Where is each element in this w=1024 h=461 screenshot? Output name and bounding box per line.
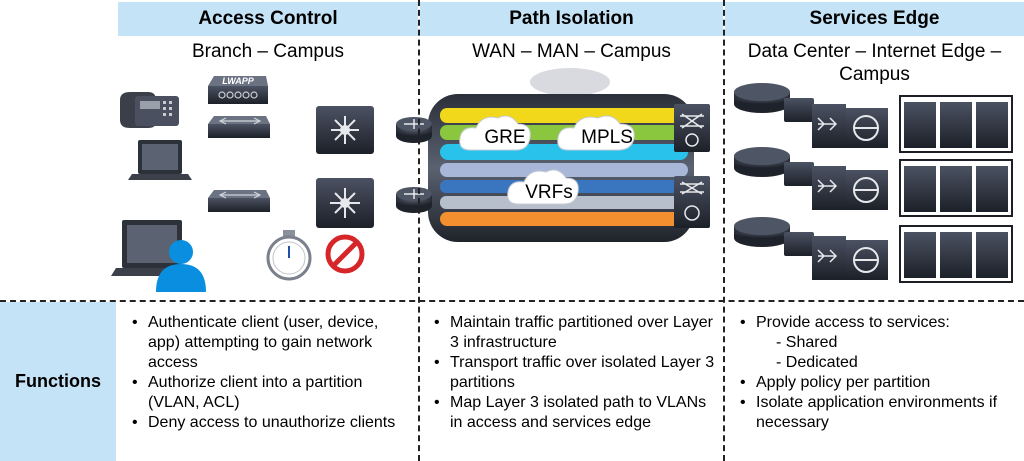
gre-cloud-icon (459, 115, 531, 151)
services-functions-list: Provide access to services: - Shared - D… (736, 313, 1020, 433)
distribution-switch-bottom-icon (316, 178, 374, 228)
services-row-2 (734, 147, 1013, 217)
divider-access-path (418, 0, 420, 461)
list-item: Deny access to unauthorize clients (128, 413, 414, 433)
vrfs-label: VRFs (525, 182, 573, 203)
path-switch-bottom-icon (674, 176, 710, 228)
services-row-3 (734, 217, 1013, 283)
laptop-icon (128, 140, 192, 180)
services-row-1 (734, 83, 1013, 153)
list-item: Authorize client into a partition (VLAN,… (128, 373, 414, 413)
access-switch-bottom-icon (208, 190, 270, 212)
path-router-bottom-icon (396, 187, 432, 213)
access-switch-top-icon (208, 116, 270, 138)
path-functions-list: Maintain traffic partitioned over Layer … (430, 313, 718, 433)
list-subitem: - Shared (776, 334, 838, 351)
header-services-edge: Services Edge (725, 2, 1024, 36)
path-switch-top-icon (674, 104, 710, 152)
deny-icon (325, 234, 365, 274)
vrfs-cloud-icon (507, 169, 579, 205)
gre-label: GRE (484, 127, 525, 148)
header-path-isolation: Path Isolation (420, 2, 723, 36)
access-functions-list: Authenticate client (user, device, app) … (128, 313, 414, 433)
phone-icon (120, 92, 179, 128)
list-item: Map Layer 3 isolated path to VLANs in ac… (430, 393, 718, 433)
wireless-ap-icon (208, 76, 268, 104)
list-item: Transport traffic over isolated Layer 3 … (430, 353, 718, 393)
divider-functions (0, 300, 1024, 302)
distribution-switch-top-icon (316, 106, 374, 154)
mpls-cloud-icon (557, 115, 635, 151)
subtitle-access: Branch – Campus (191, 41, 345, 62)
subtitle-path: WAN – MAN – Campus (472, 41, 671, 62)
list-item: Provide access to services: (736, 313, 1020, 333)
subtitle-services: Data Center – Internet Edge – Campus (725, 40, 1024, 86)
list-item: Apply policy per partition (736, 373, 1020, 393)
divider-path-services (723, 0, 725, 461)
list-subitem: - Dedicated (776, 354, 858, 371)
lwapp-label: LWAPP (222, 76, 255, 86)
mpls-label: MPLS (581, 127, 633, 148)
stopwatch-icon (266, 230, 312, 281)
path-isolation-tube (428, 68, 694, 242)
list-item: Authenticate client (user, device, app) … (128, 313, 414, 373)
list-item: Maintain traffic partitioned over Layer … (430, 313, 718, 353)
list-item: Isolate application environments if nece… (736, 393, 1020, 433)
subtitle-services-line2: Campus (839, 64, 910, 85)
path-router-top-icon (396, 117, 432, 143)
header-access-control: Access Control (118, 2, 418, 36)
functions-label: Functions (0, 302, 116, 461)
user-icon (156, 240, 206, 292)
subtitle-services-line1: Data Center – Internet Edge – (747, 41, 1002, 62)
